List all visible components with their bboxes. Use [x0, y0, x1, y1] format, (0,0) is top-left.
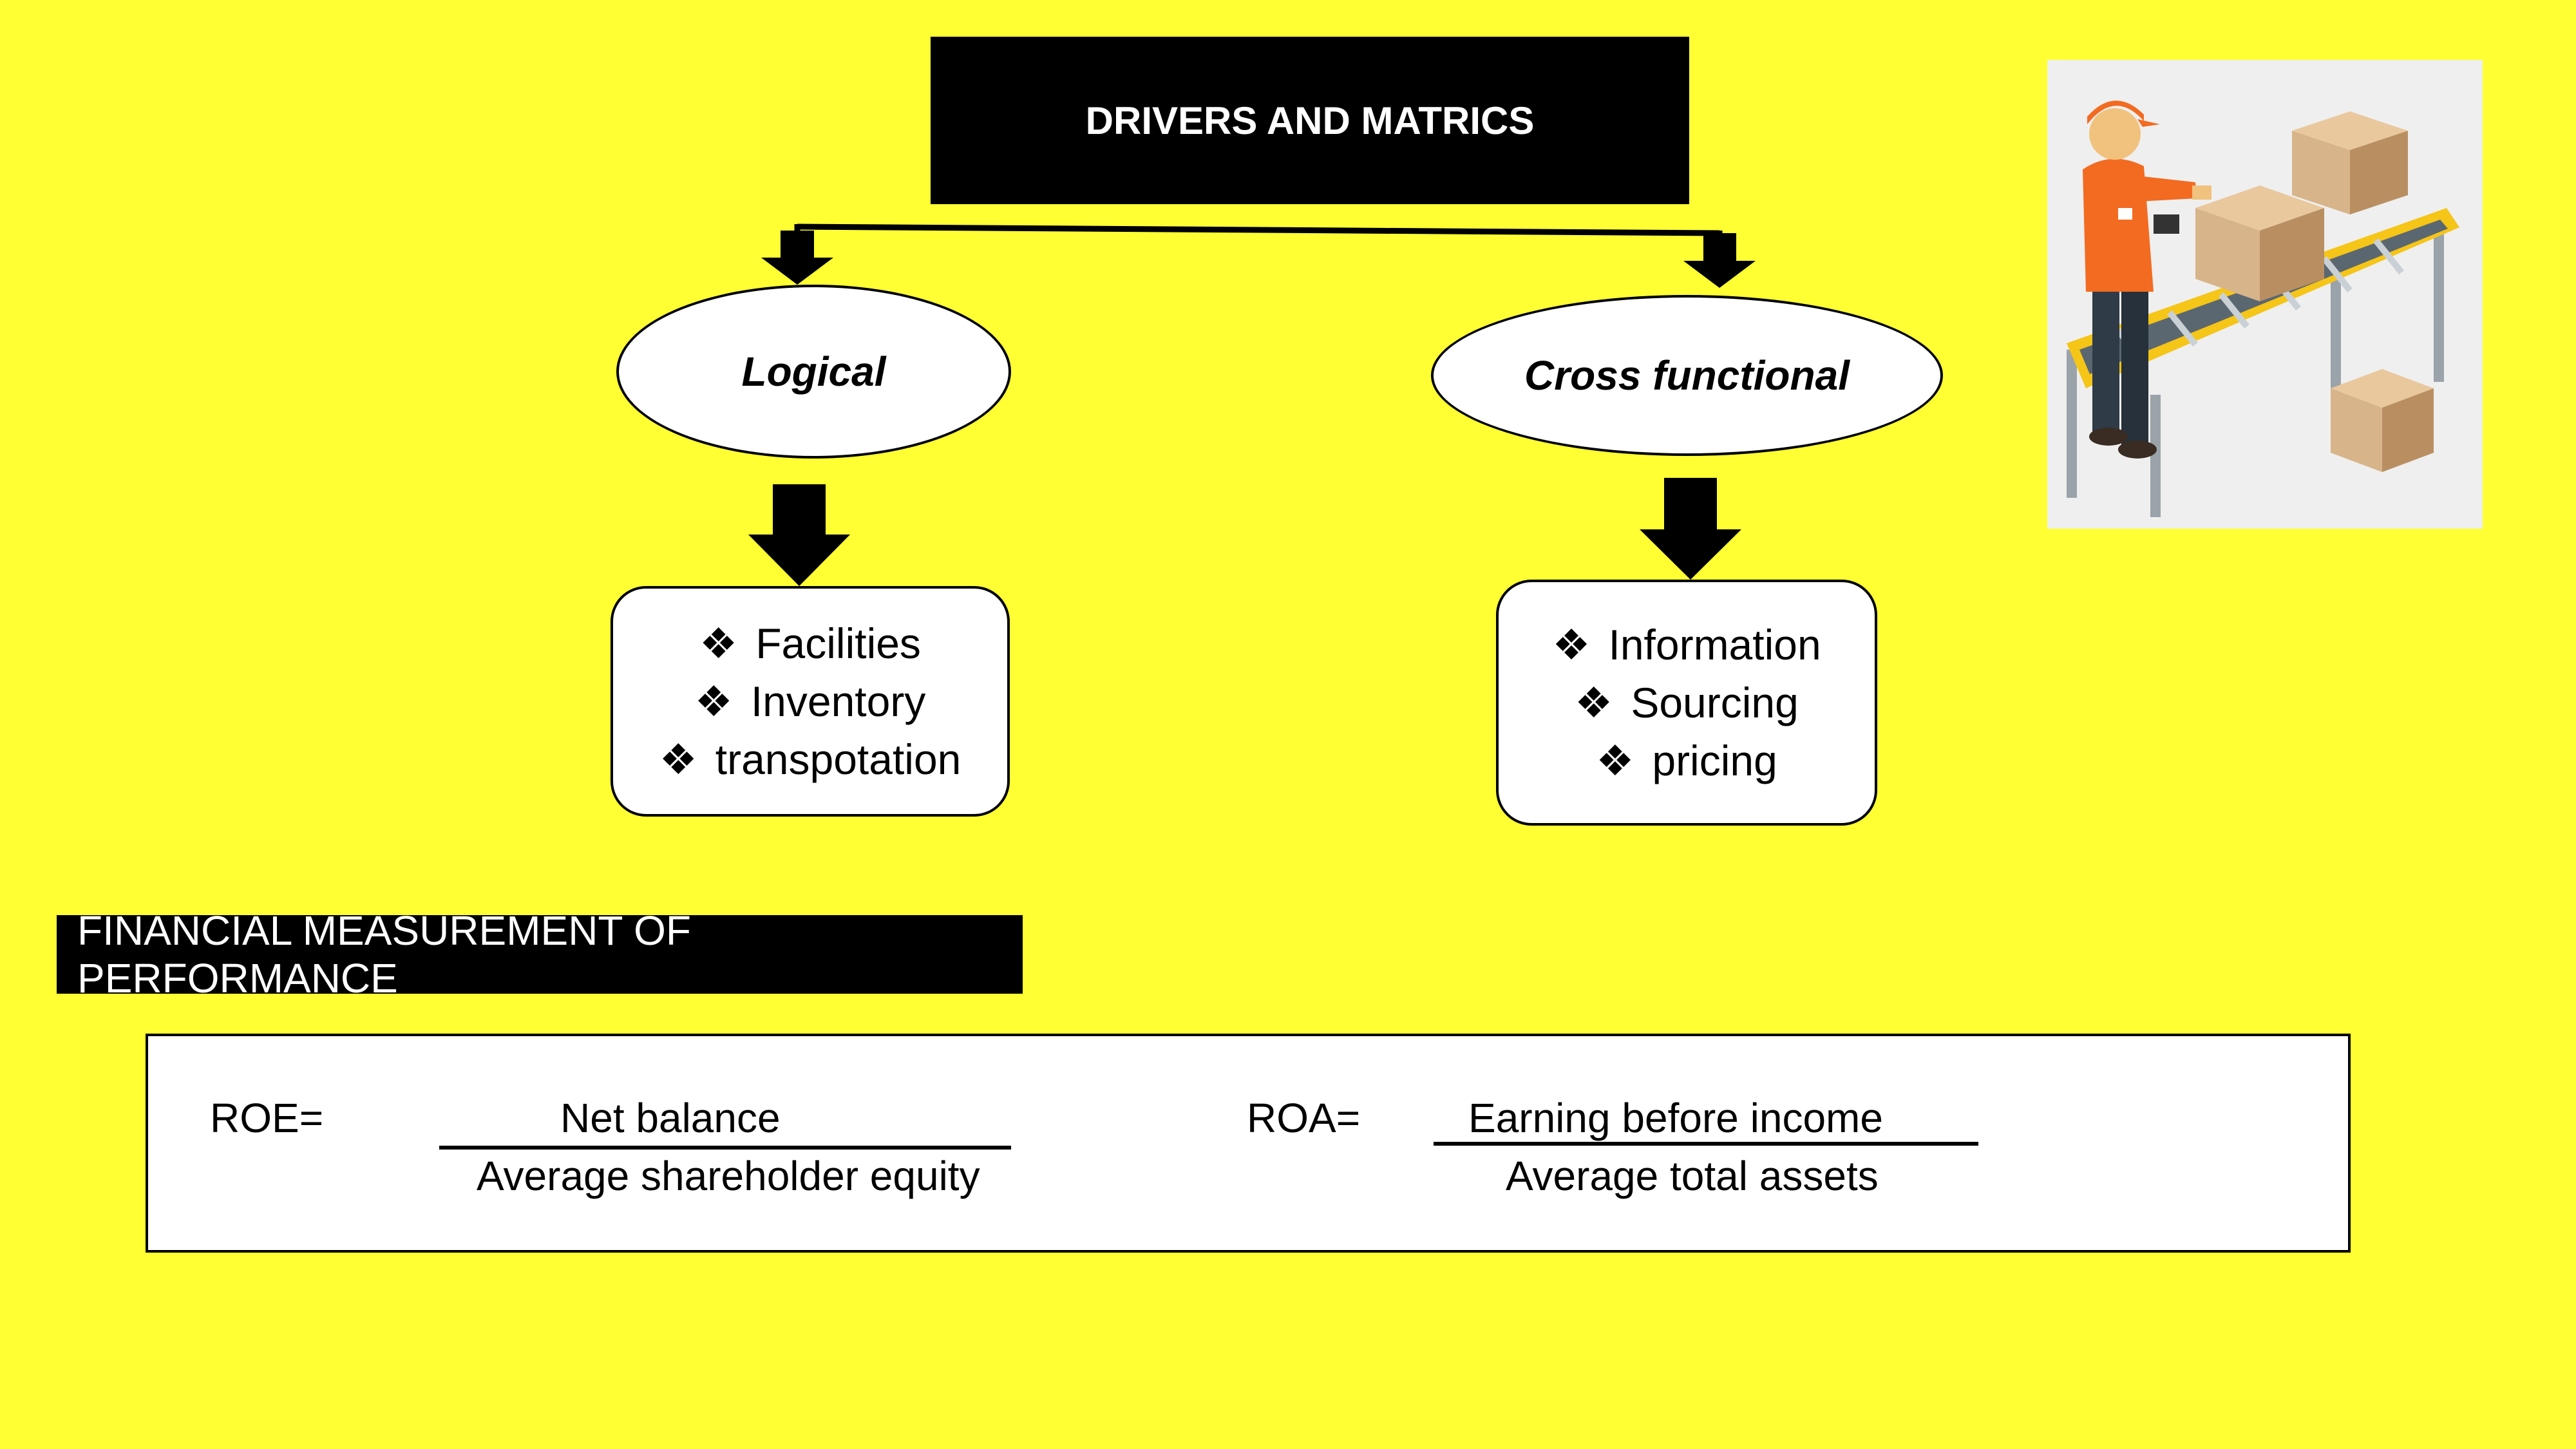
logical-list-box: ❖ Facilities ❖ Inventory ❖ transpotation: [611, 586, 1010, 817]
arrow-to-cross-functional: [1683, 233, 1756, 288]
logical-item-text: transpotation: [715, 735, 961, 783]
roa-denominator: Average total assets: [1506, 1153, 1879, 1199]
diamond-bullet-icon: ❖: [1552, 621, 1591, 668]
cross-list-item: ❖ pricing: [1596, 732, 1777, 790]
warehouse-worker-illustration: [2067, 100, 2459, 517]
cross-item-text: Information: [1608, 621, 1821, 668]
arrow-to-logical: [761, 231, 833, 285]
cross-list-item: ❖ Sourcing: [1575, 674, 1799, 732]
logical-list-item: ❖ Facilities: [699, 614, 921, 672]
roe-label: ROE=: [210, 1095, 324, 1141]
roe-fraction-line: [439, 1146, 1011, 1150]
diamond-bullet-icon: ❖: [659, 735, 697, 783]
diamond-bullet-icon: ❖: [1575, 679, 1613, 726]
cross-list-item: ❖ Information: [1552, 616, 1821, 674]
roe-denominator: Average shareholder equity: [477, 1153, 980, 1199]
financial-header-text: FINANCIAL MEASUREMENT OF PERFORMANCE: [77, 907, 691, 1001]
title-connector-line: [797, 223, 1720, 236]
diagram-title: DRIVERS AND MATRICS: [931, 37, 1689, 204]
formula-box: ROE= Net balance Average shareholder equ…: [146, 1034, 2351, 1253]
cross-item-text: pricing: [1652, 737, 1777, 784]
arrow-to-cross-list: [1640, 478, 1741, 580]
cross-functional-label: Cross functional: [1524, 352, 1850, 399]
diamond-bullet-icon: ❖: [699, 620, 738, 667]
cross-functional-node: Cross functional: [1431, 295, 1943, 456]
logical-label: Logical: [741, 348, 886, 395]
logical-list-item: ❖ Inventory: [695, 672, 926, 730]
logical-item-text: Facilities: [755, 620, 921, 667]
logical-item-text: Inventory: [750, 677, 926, 725]
logical-node: Logical: [616, 285, 1011, 459]
logical-list-item: ❖ transpotation: [659, 730, 961, 788]
cross-functional-list-box: ❖ Information ❖ Sourcing ❖ pricing: [1496, 580, 1877, 826]
financial-header: FINANCIAL MEASUREMENT OF PERFORMANCE: [57, 907, 1023, 1001]
diagram-title-text: DRIVERS AND MATRICS: [1085, 99, 1535, 142]
roa-numerator: Earning before income: [1468, 1095, 1883, 1141]
roe-numerator: Net balance: [560, 1095, 781, 1141]
warehouse-worker-image: [2047, 60, 2483, 529]
arrow-to-logical-list: [748, 484, 850, 586]
diamond-bullet-icon: ❖: [1596, 737, 1634, 784]
roa-fraction-line: [1434, 1142, 1978, 1146]
worker-shirt: [2083, 158, 2154, 292]
roa-label: ROA=: [1247, 1095, 1361, 1141]
cross-item-text: Sourcing: [1631, 679, 1799, 726]
diamond-bullet-icon: ❖: [694, 677, 733, 725]
